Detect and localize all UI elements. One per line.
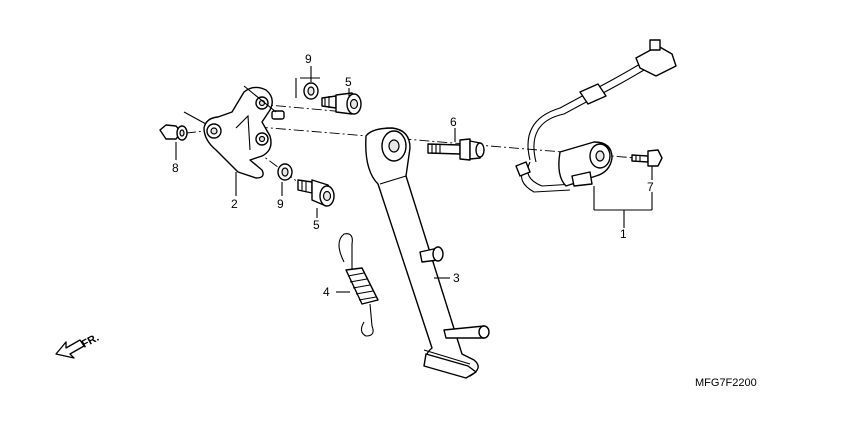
leader-lines xyxy=(175,66,653,293)
callout-5-upper: 5 xyxy=(345,75,352,89)
flange-nut-part-8 xyxy=(159,124,188,141)
bolt-part-7 xyxy=(631,149,663,167)
callout-6: 6 xyxy=(450,115,457,129)
callout-9-upper: 9 xyxy=(305,52,312,66)
direction-label: FR. xyxy=(80,332,101,351)
callout-4: 4 xyxy=(323,285,330,299)
spring-part-4 xyxy=(338,233,379,337)
callout-1: 1 xyxy=(620,227,627,241)
callout-9-lower: 9 xyxy=(277,197,284,211)
upper-bolt-centerline xyxy=(257,103,346,113)
front-arrow-icon xyxy=(55,339,85,359)
pivot-bolt-part-6 xyxy=(427,138,485,161)
washer-part-9-lower xyxy=(277,163,293,181)
bolt-part-5-upper xyxy=(321,92,362,115)
bracket-part-2 xyxy=(183,85,285,179)
washer-part-9-upper xyxy=(295,77,320,100)
callout-2: 2 xyxy=(231,197,238,211)
diagram-code: MFG7F2200 xyxy=(695,377,757,389)
bolt-part-5-lower xyxy=(297,179,335,207)
front-direction-indicator: FR. xyxy=(55,332,101,359)
callout-labels: 1 2 3 4 5 5 6 7 8 9 9 xyxy=(172,52,654,299)
callout-7: 7 xyxy=(647,180,654,194)
callout-5-lower: 5 xyxy=(313,218,320,232)
callout-3: 3 xyxy=(453,271,460,285)
side-stand-part-3 xyxy=(365,127,490,379)
switch-assembly-part-1 xyxy=(515,39,677,228)
callout-8: 8 xyxy=(172,161,179,175)
